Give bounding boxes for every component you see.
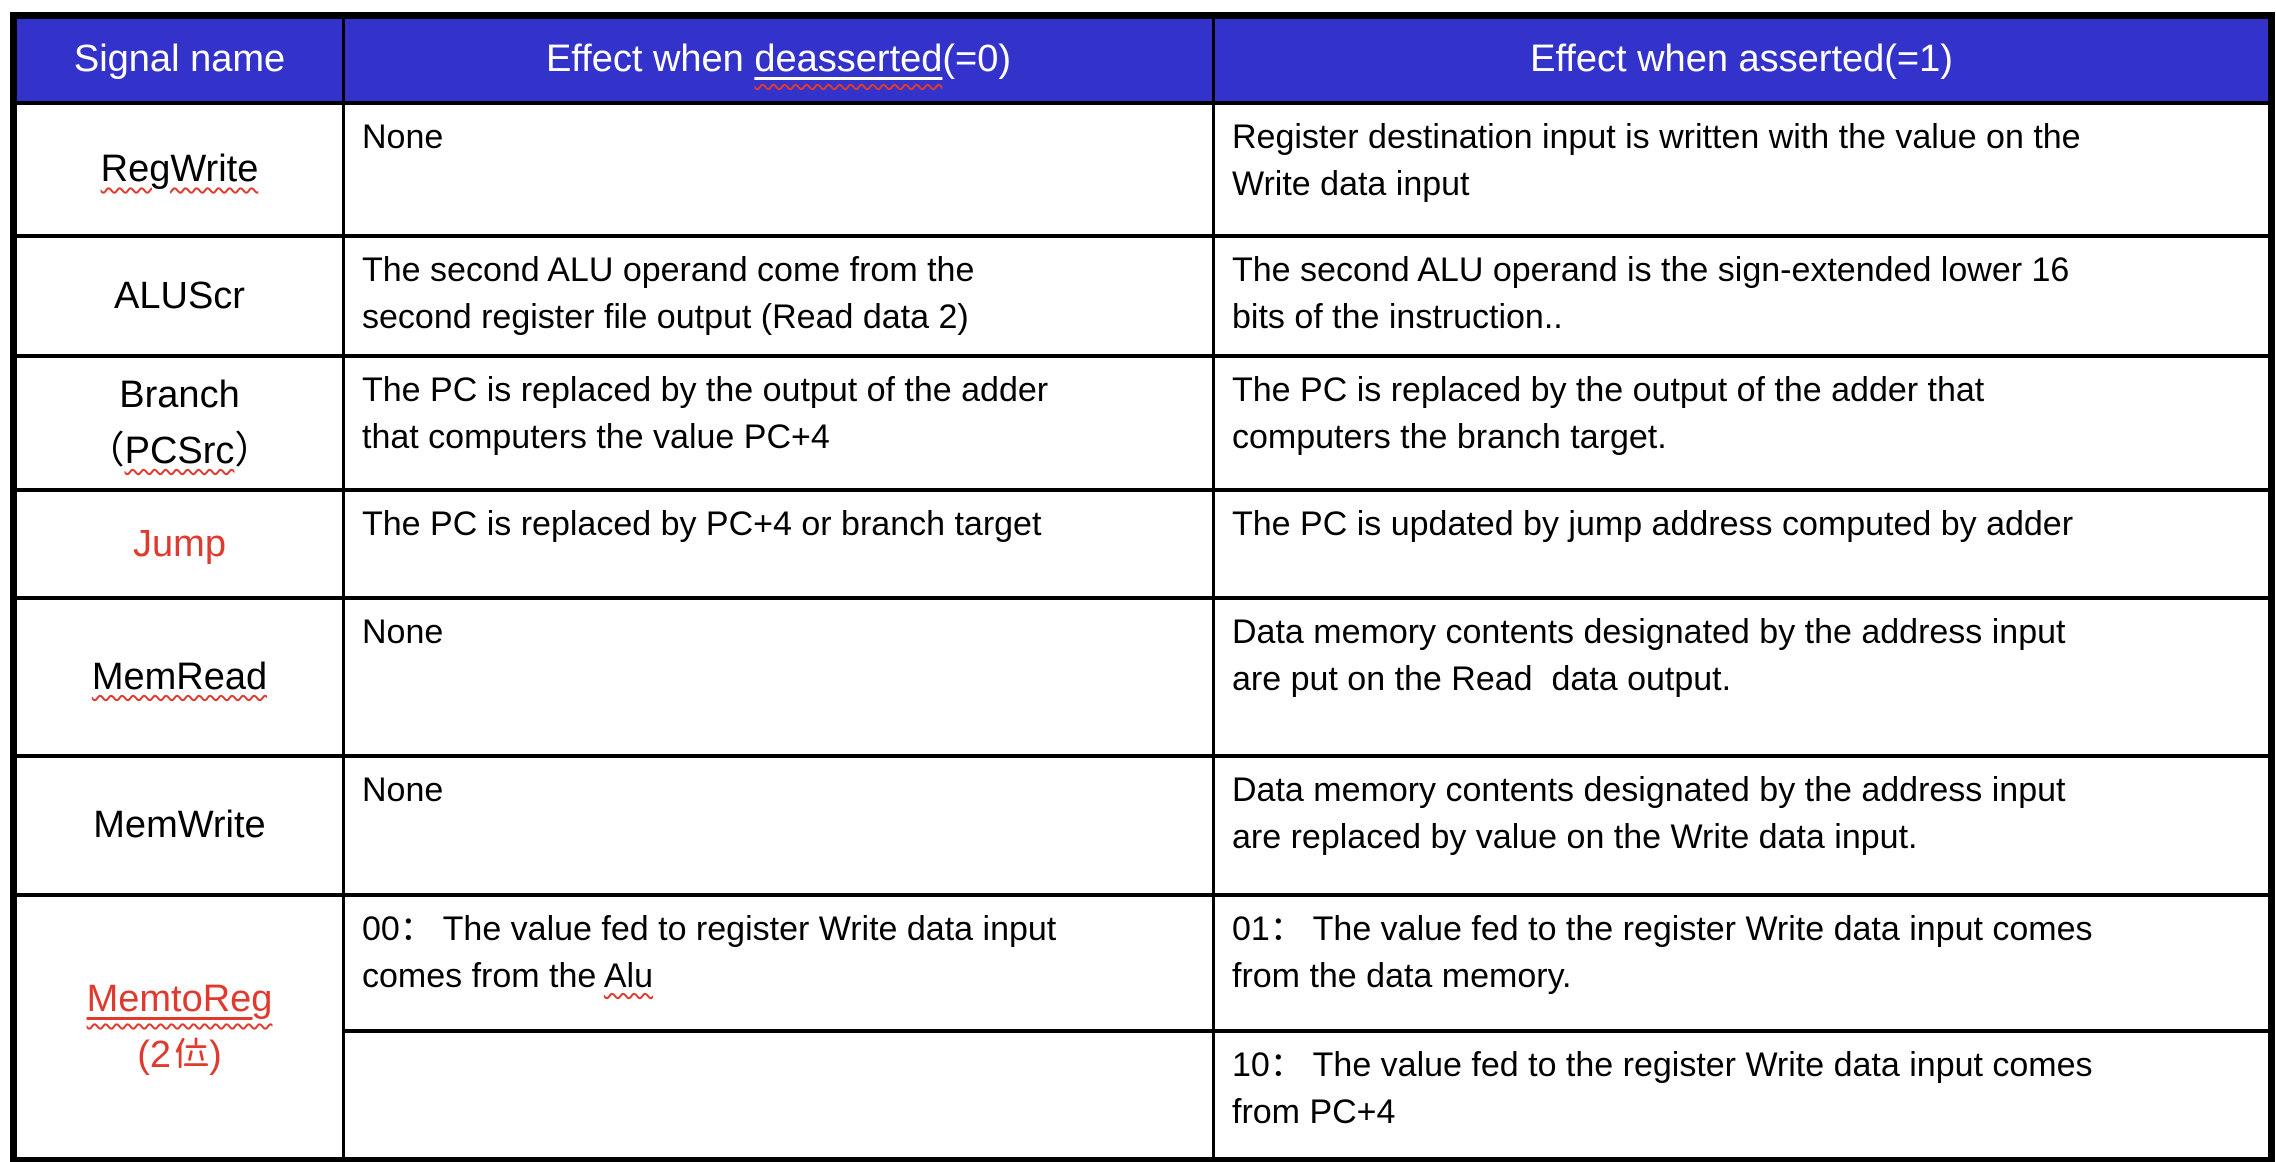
cell-jump-deasserted: The PC is replaced by PC+4 or branch tar… bbox=[342, 487, 1215, 600]
branch-deasserted-line1: The PC is replaced by the output of the … bbox=[362, 370, 1049, 409]
memread-deasserted-text: None bbox=[362, 612, 444, 651]
cell-aluscr-name: ALUScr bbox=[12, 233, 345, 358]
cell-aluscr-deasserted: The second ALU operand come from the sec… bbox=[342, 233, 1215, 358]
cell-memread-name: MemRead bbox=[12, 595, 345, 758]
regwrite-asserted-line2: Write data input bbox=[1232, 164, 1470, 203]
cell-memtoreg-deasserted-empty bbox=[342, 1028, 1215, 1162]
row-memwrite: MemWrite None Data memory contents desig… bbox=[12, 753, 2273, 897]
memtoreg-underlined: MemtoReg bbox=[87, 978, 273, 1020]
cell-memtoreg-deasserted-00: 00： The value fed to register Write data… bbox=[342, 892, 1215, 1033]
memtoreg-deasserted-line1: 00： The value fed to register Write data… bbox=[362, 909, 1057, 948]
memtoreg-asserted01-line2: from the data memory. bbox=[1232, 956, 1572, 995]
cell-regwrite-deasserted: None bbox=[342, 100, 1215, 238]
memtoreg-deasserted-line2: comes from the Alu bbox=[362, 953, 1198, 1000]
memread-asserted-line1: Data memory contents designated by the a… bbox=[1232, 612, 2066, 651]
cell-jump-name: Jump bbox=[12, 487, 345, 600]
branch-label: Branch bbox=[119, 373, 240, 416]
memread-label: MemRead bbox=[91, 655, 268, 698]
branch-pcsrc-line: （PCSrc） bbox=[17, 423, 342, 479]
branch-pcsrc-label: PCSrc bbox=[124, 429, 235, 472]
memtoreg-asserted01-line1: 01： The value fed to the register Write … bbox=[1232, 909, 2093, 948]
header-deasserted-underlined-word: deasserted bbox=[754, 38, 942, 80]
regwrite-asserted-line1: Register destination input is written wi… bbox=[1232, 117, 2081, 156]
memtoreg-bits-line: (2 位) bbox=[17, 1027, 342, 1083]
chinese-wei-bit-glyph bbox=[175, 1037, 209, 1068]
memtoreg-bits-suffix: ) bbox=[209, 1033, 222, 1076]
row-aluscr: ALUScr The second ALU operand come from … bbox=[12, 233, 2273, 358]
header-row: Signal name Effect when deasserted(=0) E… bbox=[12, 13, 2273, 105]
memtoreg-bits-prefix: (2 bbox=[137, 1033, 172, 1076]
row-regwrite: RegWrite None Register destination input… bbox=[12, 100, 2273, 238]
cell-regwrite-asserted: Register destination input is written wi… bbox=[1212, 100, 2273, 238]
memtoreg-label-line: MemtoReg bbox=[17, 971, 342, 1027]
header-deasserted-word: deasserted bbox=[754, 38, 943, 81]
cell-memtoreg-asserted-10: 10： The value fed to the register Write … bbox=[1212, 1028, 2273, 1162]
header-effect-deasserted: Effect when deasserted(=0) bbox=[342, 13, 1215, 105]
aluscr-deasserted-line1: The second ALU operand come from the bbox=[362, 250, 975, 289]
memwrite-asserted-line1: Data memory contents designated by the a… bbox=[1232, 770, 2066, 809]
aluscr-deasserted-line2: second register file output (Read data 2… bbox=[362, 297, 969, 336]
aluscr-asserted-line1: The second ALU operand is the sign-exten… bbox=[1232, 250, 2070, 289]
cell-aluscr-asserted: The second ALU operand is the sign-exten… bbox=[1212, 233, 2273, 358]
jump-asserted-text: The PC is updated by jump address comput… bbox=[1232, 504, 2074, 543]
memtoreg-asserted10-line2: from PC+4 bbox=[1232, 1092, 1396, 1131]
branch-deasserted-line2: that computers the value PC+4 bbox=[362, 417, 830, 456]
header-asserted-label: Effect when asserted(=1) bbox=[1530, 38, 1953, 81]
header-effect-asserted: Effect when asserted(=1) bbox=[1212, 13, 2273, 105]
cell-jump-asserted: The PC is updated by jump address comput… bbox=[1212, 487, 2273, 600]
cell-memtoreg-asserted-01: 01： The value fed to the register Write … bbox=[1212, 892, 2273, 1033]
cell-memwrite-asserted: Data memory contents designated by the a… bbox=[1212, 753, 2273, 897]
control-signals-table: Signal name Effect when deasserted(=0) E… bbox=[10, 12, 2275, 1162]
memtoreg-label: MemtoReg bbox=[86, 977, 273, 1020]
cell-branch-name: Branch （PCSrc） bbox=[12, 353, 345, 492]
cell-branch-asserted: The PC is replaced by the output of the … bbox=[1212, 353, 2273, 492]
cell-memtoreg-name: MemtoReg (2 位) bbox=[12, 892, 345, 1162]
branch-paren-open: （ bbox=[86, 429, 125, 472]
branch-asserted-line1: The PC is replaced by the output of the … bbox=[1232, 370, 1985, 409]
row-jump: Jump The PC is replaced by PC+4 or branc… bbox=[12, 487, 2273, 600]
memtoreg-asserted10-line1: 10： The value fed to the register Write … bbox=[1232, 1045, 2093, 1084]
aluscr-label: ALUScr bbox=[114, 274, 245, 317]
jump-deasserted-text: The PC is replaced by PC+4 or branch tar… bbox=[362, 504, 1042, 543]
memtoreg-bits-cjk-char: 位 bbox=[209, 1027, 210, 1028]
memwrite-asserted-line2: are replaced by value on the Write data … bbox=[1232, 817, 1918, 856]
cell-memwrite-name: MemWrite bbox=[12, 753, 345, 897]
header-deasserted-suffix: (=0) bbox=[942, 38, 1012, 81]
cell-memread-asserted: Data memory contents designated by the a… bbox=[1212, 595, 2273, 758]
memtoreg-alu-word: Alu bbox=[603, 956, 654, 995]
regwrite-label: RegWrite bbox=[100, 148, 259, 190]
cell-branch-deasserted: The PC is replaced by the output of the … bbox=[342, 353, 1215, 492]
row-branch: Branch （PCSrc） The PC is replaced by the… bbox=[12, 353, 2273, 492]
cell-memread-deasserted: None bbox=[342, 595, 1215, 758]
row-memtoreg-lower: 10： The value fed to the register Write … bbox=[14, 1028, 2273, 1162]
header-signal-name-label: Signal name bbox=[73, 38, 286, 81]
memwrite-label: MemWrite bbox=[93, 804, 266, 846]
jump-label: Jump bbox=[133, 522, 226, 565]
branch-asserted-line2: computers the branch target. bbox=[1232, 417, 1667, 456]
branch-paren-close: ） bbox=[234, 429, 273, 472]
header-deasserted-prefix: Effect when bbox=[545, 38, 755, 81]
header-signal-name: Signal name bbox=[12, 13, 345, 105]
cell-memwrite-deasserted: None bbox=[342, 753, 1215, 897]
memtoreg-deasserted-line2-prefix: comes from the bbox=[362, 956, 604, 995]
memwrite-deasserted-text: None bbox=[362, 770, 444, 809]
aluscr-asserted-line2: bits of the instruction.. bbox=[1232, 297, 1563, 336]
cell-regwrite-name: RegWrite bbox=[12, 100, 345, 238]
regwrite-deasserted-text: None bbox=[362, 117, 444, 156]
row-memtoreg-upper: MemtoReg (2 位) 00： The value bbox=[12, 892, 2273, 1162]
memread-asserted-line2: are put on the Read data output. bbox=[1232, 659, 1732, 698]
row-memread: MemRead None Data memory contents design… bbox=[12, 595, 2273, 758]
